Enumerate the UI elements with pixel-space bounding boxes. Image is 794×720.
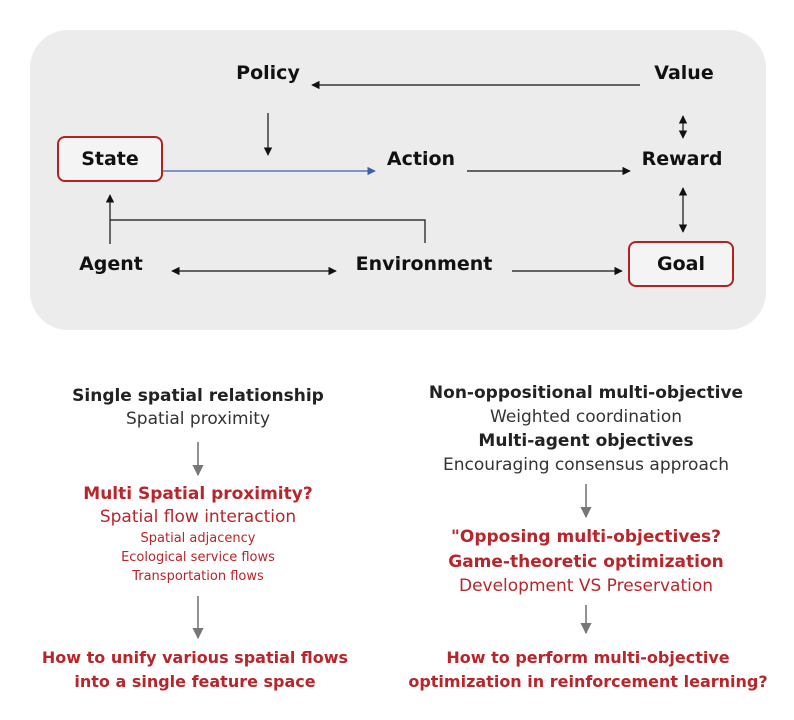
node-environment: Environment bbox=[355, 253, 493, 275]
node-action: Action bbox=[386, 148, 456, 170]
left-spatial-flow-interaction: Spatial flow interaction bbox=[99, 507, 297, 527]
left-ecological-service-flows: Ecological service flows bbox=[121, 550, 275, 565]
node-policy: Policy bbox=[236, 62, 300, 84]
right-development-vs-preservation: Development VS Preservation bbox=[458, 576, 714, 596]
node-reward: Reward bbox=[641, 148, 723, 170]
node-agent: Agent bbox=[79, 253, 143, 275]
right-non-oppositional: Non-oppositional multi-objective bbox=[428, 383, 744, 403]
right-question-line-2: optimization in reinforcement learning? bbox=[408, 672, 768, 691]
right-game-theoretic: Game-theoretic optimization bbox=[448, 552, 724, 572]
left-question-line-1: How to unify various spatial flows bbox=[41, 648, 349, 667]
arrow-environment-to-state bbox=[110, 219, 426, 243]
node-state: State bbox=[57, 136, 163, 182]
left-single-spatial-relationship: Single spatial relationship bbox=[72, 386, 324, 406]
left-spatial-adjacency: Spatial adjacency bbox=[140, 531, 256, 546]
node-value: Value bbox=[654, 62, 714, 84]
left-spatial-proximity: Spatial proximity bbox=[125, 409, 271, 429]
right-multi-agent-objectives: Multi-agent objectives bbox=[478, 431, 694, 451]
right-weighted-coordination: Weighted coordination bbox=[490, 407, 682, 427]
left-transportation-flows: Transportation flows bbox=[132, 569, 264, 584]
right-encouraging-consensus: Encouraging consensus approach bbox=[443, 455, 729, 475]
left-multi-spatial-proximity: Multi Spatial proximity? bbox=[83, 484, 313, 504]
right-opposing-multi-objectives: "Opposing multi-objectives? bbox=[451, 527, 721, 547]
node-goal: Goal bbox=[628, 241, 734, 287]
right-question-line-1: How to perform multi-objective bbox=[446, 648, 730, 667]
left-question-line-2: into a single feature space bbox=[74, 672, 316, 691]
